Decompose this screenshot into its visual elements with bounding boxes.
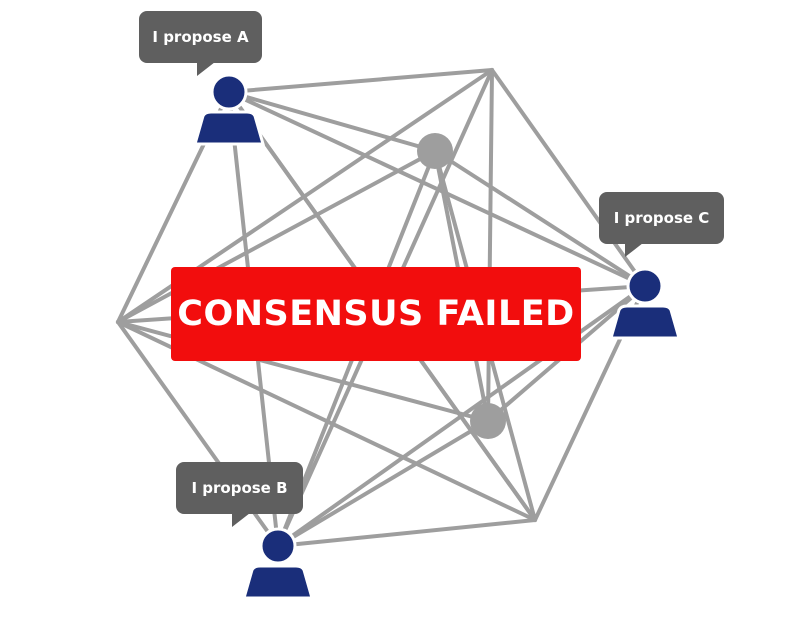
network-edge (276, 419, 490, 548)
proposal-label-c: I propose C (613, 209, 710, 227)
proposal-bubble-c: I propose C (599, 192, 724, 257)
proposal-label-b: I propose B (191, 479, 288, 497)
network-edge (227, 68, 494, 94)
network-edge (433, 149, 647, 288)
banner-text: CONSENSUS FAILED (177, 294, 575, 334)
proposal-bubble-b: I propose B (176, 462, 303, 527)
person-icon-c (609, 267, 681, 340)
network-node-lower (470, 403, 506, 439)
network-edge (276, 518, 537, 548)
network-edge (116, 149, 437, 324)
proposal-label-a: I propose A (152, 28, 249, 46)
proposal-bubble-a: I propose A (139, 11, 262, 76)
network-edge (490, 68, 647, 288)
consensus-failed-banner: CONSENSUS FAILED (171, 267, 581, 361)
network-node-upper (417, 133, 453, 169)
person-icon-a (193, 73, 265, 146)
person-icon-b (242, 527, 314, 600)
network-nodes (417, 133, 506, 439)
network-edge (486, 68, 494, 423)
person-icons (193, 73, 681, 600)
network-edge (227, 90, 437, 153)
